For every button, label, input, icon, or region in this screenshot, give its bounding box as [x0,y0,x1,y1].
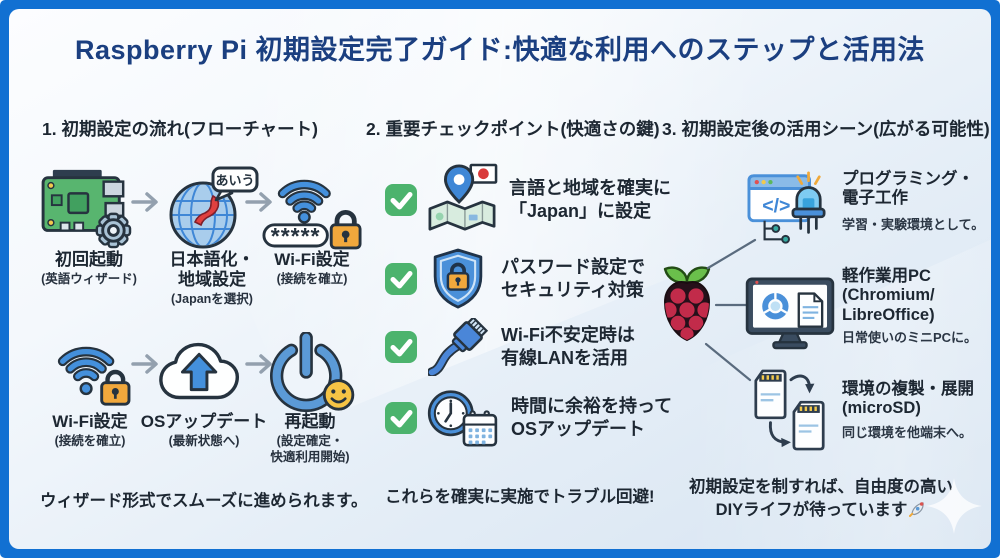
checkpoint-text: Wi-Fi不安定時は 有線LANを活用 [501,324,635,368]
usecase-title: 軽作業用PC (Chromium/ LibreOffice) [842,267,935,324]
checkbox-icon [384,401,418,435]
usecase-desc: 日常使いのミニPCに。 [842,330,978,345]
globe-japan-icon: あいう [165,166,259,250]
checkbox-icon [384,183,418,217]
flow-step-first-boot: 初回起動 (英語ウィザード) [30,166,148,287]
flow-arrow-icon [245,190,275,219]
usecase-desc: 学習・実験環境として。 [842,217,985,232]
raspberry-pi-board-icon [39,166,139,250]
japan-locale-map-pin-icon [426,162,498,238]
connector-lines [698,230,762,395]
step-label: Wi-Fi設定 [274,250,350,269]
step-sublabel: (最新状態へ) [168,434,240,449]
usecase-note-line1: 初期設定を制すれば、自由度の高い [689,478,953,496]
usecases-section-heading: 3. 初期設定後の活用シーン(広がる可能性) [662,119,990,139]
step-label: Wi-Fi設定 [52,412,128,431]
flow-arrow-icon [131,190,161,219]
page-title: Raspberry Pi 初期設定完了ガイド:快適な利用へのステップと活用法 [74,35,926,65]
checkpoint-text: 時間に余裕を持って OSアップデート [511,395,673,439]
checkpoint-item-update-time: 時間に余裕を持って OSアップデート [384,386,672,450]
ethernet-cable-icon [426,318,490,376]
flow-section-heading: 1. 初期設定の流れ(フローチャート) [42,119,318,139]
step-sublabel: (接続を確立) [54,434,126,449]
step-label: 初回起動 [55,250,123,269]
password-mask-text: ***** [271,223,321,249]
checkpoint-item-lan: Wi-Fi不安定時は 有線LANを活用 [384,316,635,378]
step-sublabel: (接続を確立) [276,272,348,287]
step-label: OSアップデート [140,412,268,431]
checkpoints-section-heading: 2. 重要チェックポイント(快適さの鍵) [366,119,660,139]
programming-electronics-icon: </> [746,168,832,255]
flow-step-localization: あいう 日本語化・ 地域設定 (Japanを選択) [160,166,264,307]
flow-step-os-update: OSアップデート (最新状態へ) [141,332,267,449]
checkpoint-text: 言語と地域を確実に 「Japan」に設定 [509,177,671,221]
code-glyph-text: </> [762,195,790,217]
power-restart-icon [263,332,357,412]
clock-calendar-icon [426,387,500,449]
bubble-text: あいう [215,173,254,188]
checkpoint-item-password: パスワード設定で セキュリティ対策 [384,244,645,314]
step-sublabel: (設定確定・ 快適利用開始) [270,434,350,465]
wifi-lock-icon [43,332,137,412]
sparkle-icon [926,478,982,539]
rocket-icon [909,500,926,524]
usecase-note-line2: DIYライフが待っています [715,501,908,520]
shield-lock-icon [426,247,490,311]
raspberry-logo-icon [656,258,718,355]
checkpoint-text: パスワード設定で セキュリティ対策 [501,256,645,300]
usecase-title: 環境の複製・展開 (microSD) [842,380,974,418]
step-label: 日本語化・ 地域設定 [169,250,255,290]
cloud-upload-icon [155,332,253,412]
usecase-note: 初期設定を制すれば、自由度の高い DIYライフが待っています [666,476,976,524]
flow-arrow-icon [131,352,161,381]
flow-arrow-icon [245,352,275,381]
checkpoints-note: これらを確実に実施でトラブル回避! [385,488,655,506]
usecase-desc: 同じ環境を他端末へ。 [842,425,973,440]
usecase-title: プログラミング・ 電子工作 [842,170,974,208]
checkbox-icon [384,330,418,364]
checkpoint-item-locale: 言語と地域を確実に 「Japan」に設定 [384,162,671,238]
checkbox-icon [384,262,418,296]
flow-note: ウィザード形式でスムーズに進められます。 [40,492,368,510]
flow-step-wifi: Wi-Fi設定 (接続を確立) [34,332,146,449]
step-sublabel: (英語ウィザード) [41,272,137,287]
microsd-copy-icon [748,368,832,457]
wifi-password-icon: ***** [262,166,362,250]
flow-step-reboot: 再起動 (設定確定・ 快適利用開始) [258,332,362,466]
desktop-pc-icon [744,276,836,357]
step-sublabel: (Japanを選択) [171,292,253,307]
step-label: 再起動 [284,412,336,431]
flow-step-wifi-setup: ***** Wi-Fi設定 (接続を確立) [260,166,364,287]
